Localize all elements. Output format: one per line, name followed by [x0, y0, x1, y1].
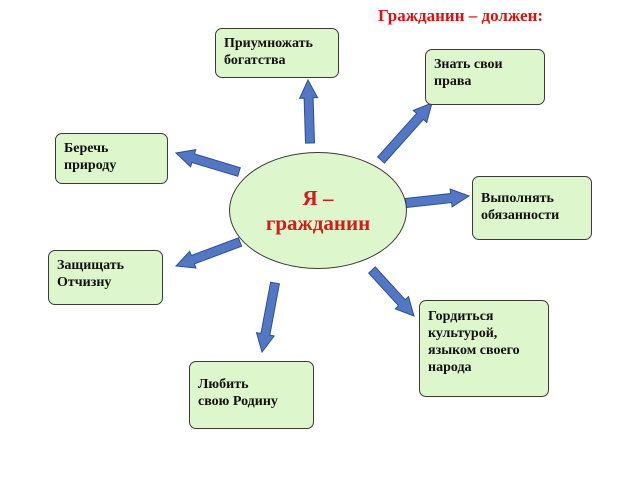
arrow-to-multiply-wealth — [298, 78, 319, 144]
duty-box-be-proud: Гордиться культурой, языком своего народ… — [419, 300, 549, 397]
arrow-to-know-rights — [376, 102, 433, 164]
duty-box-defend-fatherland: Защищать Отчизну — [48, 250, 163, 305]
arrow-to-defend-fatherland — [174, 237, 243, 269]
center-node: Я – гражданин — [229, 152, 407, 269]
duty-box-multiply-wealth: Приумножать богатства — [215, 28, 339, 78]
arrow-to-be-proud — [367, 266, 415, 317]
duty-box-know-rights: Знать свои права — [425, 49, 545, 105]
duty-box-protect-nature: Беречь природу — [55, 133, 168, 184]
arrow-to-protect-nature — [174, 148, 241, 177]
duty-box-fulfill-duties: Выполнять обязанности — [472, 176, 592, 240]
diagram-title: Гражданин – должен: — [378, 6, 544, 25]
duty-box-love-homeland: Любить свою Родину — [189, 361, 314, 429]
arrow-to-love-homeland — [255, 281, 280, 354]
arrow-to-fulfill-duties — [404, 188, 471, 209]
